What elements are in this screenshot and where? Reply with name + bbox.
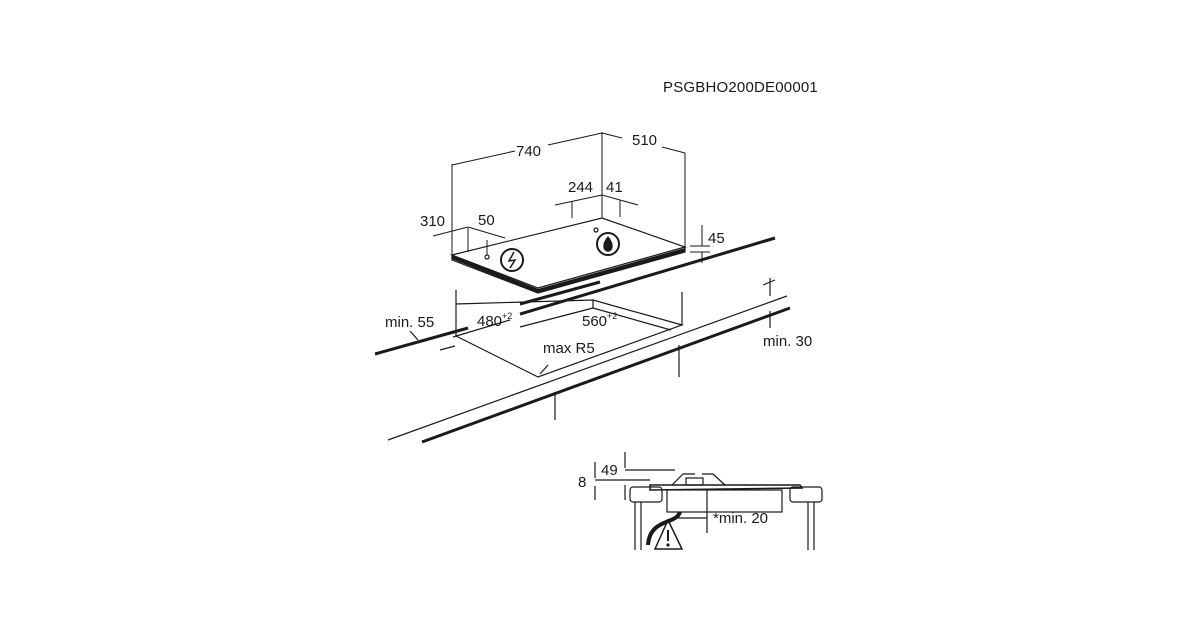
dim-49: 49 bbox=[601, 462, 618, 479]
dim-burner-y: 41 bbox=[606, 179, 623, 196]
dim-electric-x: 310 bbox=[420, 213, 446, 230]
corner-radius: max R5 bbox=[543, 340, 595, 357]
dim-height: 45 bbox=[708, 230, 725, 247]
dim-electric-y: 50 bbox=[478, 212, 495, 229]
electric-symbol bbox=[484, 248, 524, 272]
dim-8: 8 bbox=[578, 474, 587, 491]
gas-flame-symbol bbox=[593, 227, 620, 256]
min-clearance: *min. 20 bbox=[713, 510, 769, 527]
cutout bbox=[409, 278, 776, 378]
dim-cutout-depth: 480+2 bbox=[477, 311, 513, 330]
dim-cutout-width: 560+2 bbox=[582, 311, 618, 330]
min-front-distance: min. 55 bbox=[385, 314, 435, 331]
dim-depth: 510 bbox=[632, 132, 658, 149]
dim-width: 740 bbox=[516, 143, 542, 160]
document-code: PSGBHO200DE00001 bbox=[663, 79, 818, 96]
side-section bbox=[594, 452, 823, 550]
dim-burner-x: 244 bbox=[568, 179, 594, 196]
min-worktop: min. 30 bbox=[763, 333, 813, 350]
